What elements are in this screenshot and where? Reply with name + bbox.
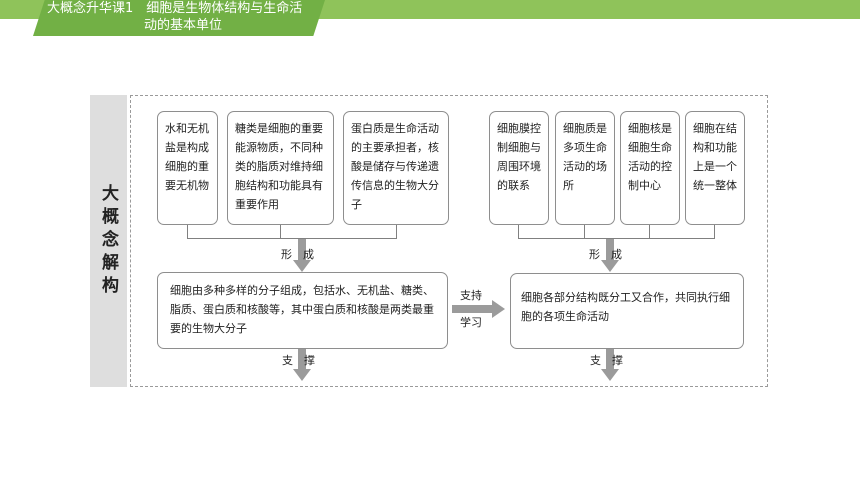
support-arrow-right (601, 349, 619, 381)
connector-line (280, 225, 281, 239)
side-label-panel: 大概念解构 (90, 95, 127, 387)
concept-box-unified-whole: 细胞在结构和功能上是一个统一整体 (685, 111, 745, 225)
support-label-right: 支 撑 (590, 354, 623, 367)
connector-line (396, 225, 397, 239)
connector-line (187, 225, 188, 239)
concept-map-frame (130, 95, 768, 387)
form-arrow-left (293, 239, 311, 272)
concept-box-sugars-lipids: 糖类是细胞的重要能源物质，不同种类的脂质对维持细胞结构和功能具有重要作用 (227, 111, 334, 225)
connector-line (714, 225, 715, 239)
connector-line (187, 238, 397, 239)
support-label-top: 支持 (460, 289, 482, 302)
support-arrow-left (293, 349, 311, 381)
form-label-right: 形 成 (589, 248, 622, 261)
support-label-bottom: 学习 (460, 316, 482, 329)
result-box-cell-cooperation: 细胞各部分结构既分工又合作，共同执行细胞的各项生命活动 (510, 273, 744, 349)
lesson-title-tab: 大概念升华课1 细胞是生物体结构与生命活 动的基本单位 (33, 0, 325, 36)
connector-line (649, 225, 650, 239)
connector-line (518, 238, 715, 239)
connector-line (584, 225, 585, 239)
concept-box-nucleus: 细胞核是细胞生命活动的控制中心 (620, 111, 680, 225)
form-arrow-right (601, 239, 619, 272)
concept-box-protein-nucleic: 蛋白质是生命活动的主要承担者，核酸是储存与传递遗传信息的生物大分子 (343, 111, 449, 225)
support-learning-arrow (452, 300, 505, 318)
result-box-molecules: 细胞由多种多样的分子组成，包括水、无机盐、糖类、脂质、蛋白质和核酸等，其中蛋白质… (157, 272, 448, 349)
concept-box-water-salts: 水和无机盐是构成细胞的重要无机物 (157, 111, 218, 225)
support-label-left: 支 撑 (282, 354, 315, 367)
concept-box-cytoplasm: 细胞质是多项生命活动的场所 (555, 111, 615, 225)
form-label-left: 形 成 (281, 248, 314, 261)
lesson-title-line-1: 大概念升华课1 细胞是生物体结构与生命活 (47, 1, 303, 16)
side-label: 大概念解构 (98, 183, 118, 299)
lesson-title-line-2: 动的基本单位 (144, 18, 223, 33)
concept-box-membrane: 细胞膜控制细胞与周围环境的联系 (489, 111, 549, 225)
connector-line (518, 225, 519, 239)
